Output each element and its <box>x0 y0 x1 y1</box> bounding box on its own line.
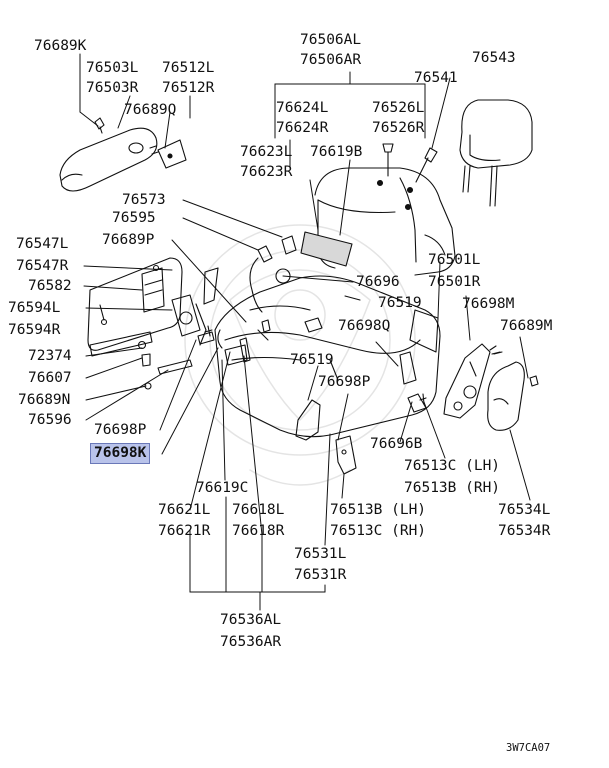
label-76689K-top: 76689K <box>34 38 87 54</box>
label-76503L: 76503L <box>86 60 139 76</box>
label-76619B: 76619B <box>310 144 363 160</box>
label-76618L: 76618L <box>232 502 285 518</box>
label-76698M: 76698M <box>462 296 515 312</box>
label-76513B-LH: 76513B (LH) <box>330 502 427 518</box>
label-72374: 72374 <box>28 348 72 364</box>
label-76621L: 76621L <box>158 502 211 518</box>
label-76501R: 76501R <box>428 274 481 290</box>
label-76689P: 76689P <box>102 232 155 248</box>
label-76623L: 76623L <box>240 144 293 160</box>
label-76619C: 76619C <box>196 480 249 496</box>
label-76594L: 76594L <box>8 300 61 316</box>
label-76624L: 76624L <box>276 100 329 116</box>
headrest-guide-illustration <box>382 143 438 183</box>
watermark-emblem <box>184 224 416 486</box>
label-76595: 76595 <box>112 210 156 226</box>
label-76526R: 76526R <box>372 120 425 136</box>
headrest-illustration <box>459 99 533 207</box>
label-76624R: 76624R <box>276 120 329 136</box>
label-76607: 76607 <box>28 370 72 386</box>
diagram-code: 3W7CA07 <box>506 742 551 754</box>
label-76543: 76543 <box>472 50 516 66</box>
label-76696-top: 76696 <box>356 274 400 290</box>
label-76547R: 76547R <box>16 258 69 274</box>
label-76582: 76582 <box>28 278 72 294</box>
label-76689M: 76689M <box>500 318 553 334</box>
label-76689N: 76689N <box>18 392 71 408</box>
label-76531L: 76531L <box>294 546 347 562</box>
label-76519-top: 76519 <box>378 295 422 311</box>
label-76503R: 76503R <box>86 80 139 96</box>
label-76623R: 76623R <box>240 164 293 180</box>
label-76596: 76596 <box>28 412 72 428</box>
label-76689Q: 76689Q <box>124 102 177 118</box>
label-76547L: 76547L <box>16 236 69 252</box>
label-76534R: 76534R <box>498 523 551 539</box>
outer-cover-illustration <box>487 361 539 431</box>
label-76621R: 76621R <box>158 523 211 539</box>
seat-cushion-illustration <box>214 268 441 438</box>
label-76513C-RH: 76513C (RH) <box>330 523 427 539</box>
label-76536AR: 76536AR <box>220 634 282 650</box>
label-76698K-highlighted[interactable]: 76698K <box>90 443 151 464</box>
label-76534L: 76534L <box>498 502 551 518</box>
recliner-mechanism-illustration <box>137 267 219 390</box>
seat-back-illustration <box>300 167 456 276</box>
leader-lines <box>79 53 531 611</box>
label-76698P-left: 76698P <box>94 422 147 438</box>
cable-illustration <box>249 235 297 313</box>
label-76506AL: 76506AL <box>300 32 362 48</box>
label-76513B-RH: 76513B (RH) <box>404 480 501 496</box>
label-76698P-mid: 76698P <box>318 374 371 390</box>
bracket-illustration <box>239 337 357 475</box>
label-76526L: 76526L <box>372 100 425 116</box>
label-76696B: 76696B <box>370 436 423 452</box>
armrest-illustration <box>59 117 187 192</box>
label-76512L: 76512L <box>162 60 215 76</box>
label-76573: 76573 <box>122 192 166 208</box>
label-76512R: 76512R <box>162 80 215 96</box>
label-76541: 76541 <box>414 70 458 86</box>
label-76501L: 76501L <box>428 252 481 268</box>
label-76698Q: 76698Q <box>338 318 391 334</box>
label-76506AR: 76506AR <box>300 52 362 68</box>
label-76618R: 76618R <box>232 523 285 539</box>
label-76519-mid: 76519 <box>290 352 334 368</box>
label-76513C-LH: 76513C (LH) <box>404 458 501 474</box>
label-76594R: 76594R <box>8 322 61 338</box>
side-cover-illustration <box>87 257 183 357</box>
label-76531R: 76531R <box>294 567 347 583</box>
label-76536AL: 76536AL <box>220 612 282 628</box>
